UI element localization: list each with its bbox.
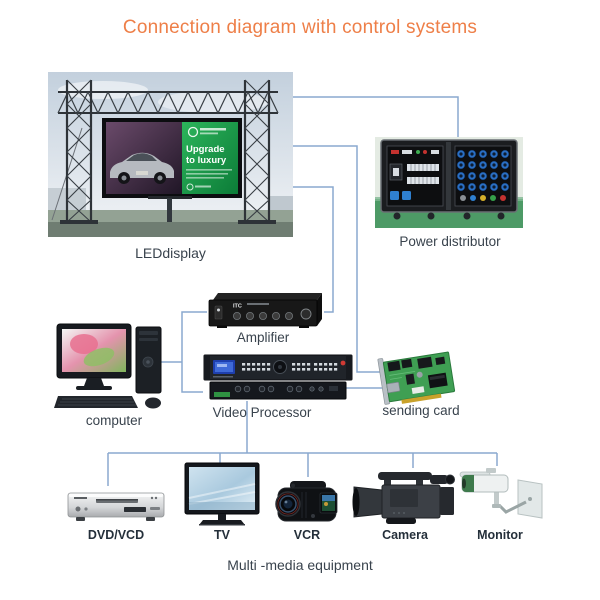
node-amplifier: ITC — [203, 290, 323, 328]
page-title: Connection diagram with control systems — [122, 17, 478, 38]
cctv-camera-photo — [459, 468, 543, 519]
node-power-distributor — [375, 137, 523, 228]
processor-rear-connectors — [234, 385, 303, 393]
tv-label: TV — [214, 528, 230, 542]
led-display-label: LEDdisplay — [135, 245, 206, 261]
node-vcr — [268, 476, 346, 531]
led-screen: Upgrade to luxury — [102, 118, 242, 222]
amplifier-brand-logo: ITC — [233, 304, 242, 310]
car-graphic — [110, 152, 174, 184]
truss-structure — [57, 79, 279, 224]
distributor-casters — [393, 212, 505, 220]
multimedia-group-label: Multi -media equipment — [227, 557, 373, 573]
node-led-display: Upgrade to luxury — [48, 72, 293, 237]
processor-buttons — [242, 363, 338, 371]
amplifier-photo: ITC — [208, 293, 322, 328]
node-camera — [352, 467, 458, 531]
billboard-headline-2: to luxury — [186, 155, 227, 166]
node-tv — [183, 462, 261, 528]
sending-card-photo — [377, 351, 456, 405]
distributor-left-panel — [386, 145, 444, 207]
broadcast-camera-photo — [352, 472, 455, 524]
video-processor-photo — [203, 354, 353, 400]
computer-photo — [54, 323, 162, 409]
node-computer — [54, 322, 174, 412]
power-distributor-photo — [375, 137, 523, 228]
billboard-headline-1: Upgrade — [186, 144, 225, 155]
node-video-processor — [202, 353, 354, 401]
dvd-vcd-label: DVD/VCD — [87, 528, 145, 542]
camcorder-photo — [275, 481, 338, 522]
node-sending-card — [376, 345, 461, 407]
amplifier-knobs — [232, 311, 294, 320]
dvd-player-photo — [67, 492, 165, 521]
power-distributor-label: Power distributor — [399, 234, 501, 249]
sending-card-label: sending card — [382, 403, 460, 418]
tv-photo — [184, 462, 260, 526]
node-dvd-vcd — [66, 484, 166, 526]
camera-label: Camera — [382, 528, 428, 542]
computer-mouse — [145, 397, 161, 409]
vcr-label: VCR — [293, 528, 321, 542]
node-monitor — [456, 466, 544, 530]
monitor-label: Monitor — [477, 528, 523, 542]
video-processor-label: Video Processor — [212, 405, 312, 420]
billboard-panel: Upgrade to luxury — [182, 122, 238, 194]
distributor-socket-panel — [454, 145, 512, 207]
computer-label: computer — [85, 413, 143, 428]
amplifier-label: Amplifier — [236, 330, 290, 345]
led-display-photo: Upgrade to luxury — [48, 72, 293, 237]
wire-led-to-power-distributor — [293, 96, 459, 137]
